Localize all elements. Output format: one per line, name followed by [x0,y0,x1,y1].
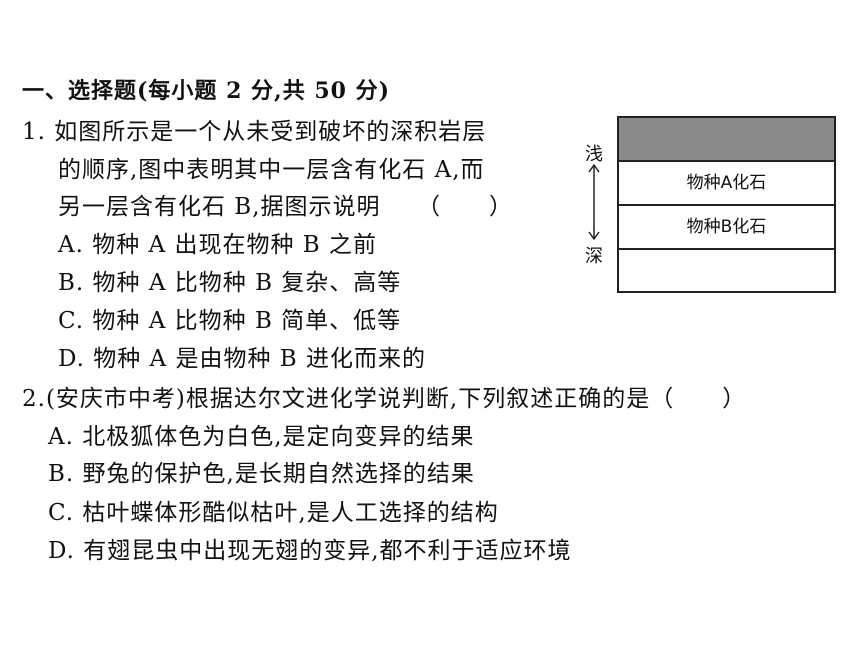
q2-option-a: A. 北极狐体色为白色,是定向变异的结果 [48,424,475,450]
layer-fossil-b: 物种B化石 [619,206,834,250]
bottom-layer [619,250,834,291]
deep-label: 深 [585,246,603,267]
q1-stem-line-1: 1. 如图所示是一个从未受到破坏的深积岩层 [22,119,487,145]
q1-option-d: D. 物种 A 是由物种 B 进化而来的 [58,346,426,372]
q2-stem: 2.(安庆市中考)根据达尔文进化学说判断,下列叙述正确的是（ ） [22,386,747,412]
strata-box: 物种A化石 物种B化石 [617,116,836,293]
q2-option-d: D. 有翅昆虫中出现无翅的变异,都不利于适应环境 [48,538,572,564]
section-title: 一、选择题(每小题 2 分,共 50 分) [22,78,391,104]
q1-option-a: A. 物种 A 出现在物种 B 之前 [58,232,377,258]
depth-arrow-icon [588,163,600,241]
layer-fossil-a: 物种A化石 [619,162,834,206]
top-layer [619,118,834,162]
q2-option-c: C. 枯叶蝶体形酷似枯叶,是人工选择的结构 [48,500,499,526]
q1-stem-line-2: 的顺序,图中表明其中一层含有化石 A,而 [58,157,485,183]
q1-option-b: B. 物种 A 比物种 B 复杂、高等 [58,270,402,296]
q1-stem-line-3: 另一层含有化石 B,据图示说明 （ ） [58,194,514,220]
q2-option-b: B. 野兔的保护色,是长期自然选择的结果 [48,461,475,487]
q1-option-c: C. 物种 A 比物种 B 简单、低等 [58,308,402,334]
shallow-label: 浅 [585,144,603,165]
